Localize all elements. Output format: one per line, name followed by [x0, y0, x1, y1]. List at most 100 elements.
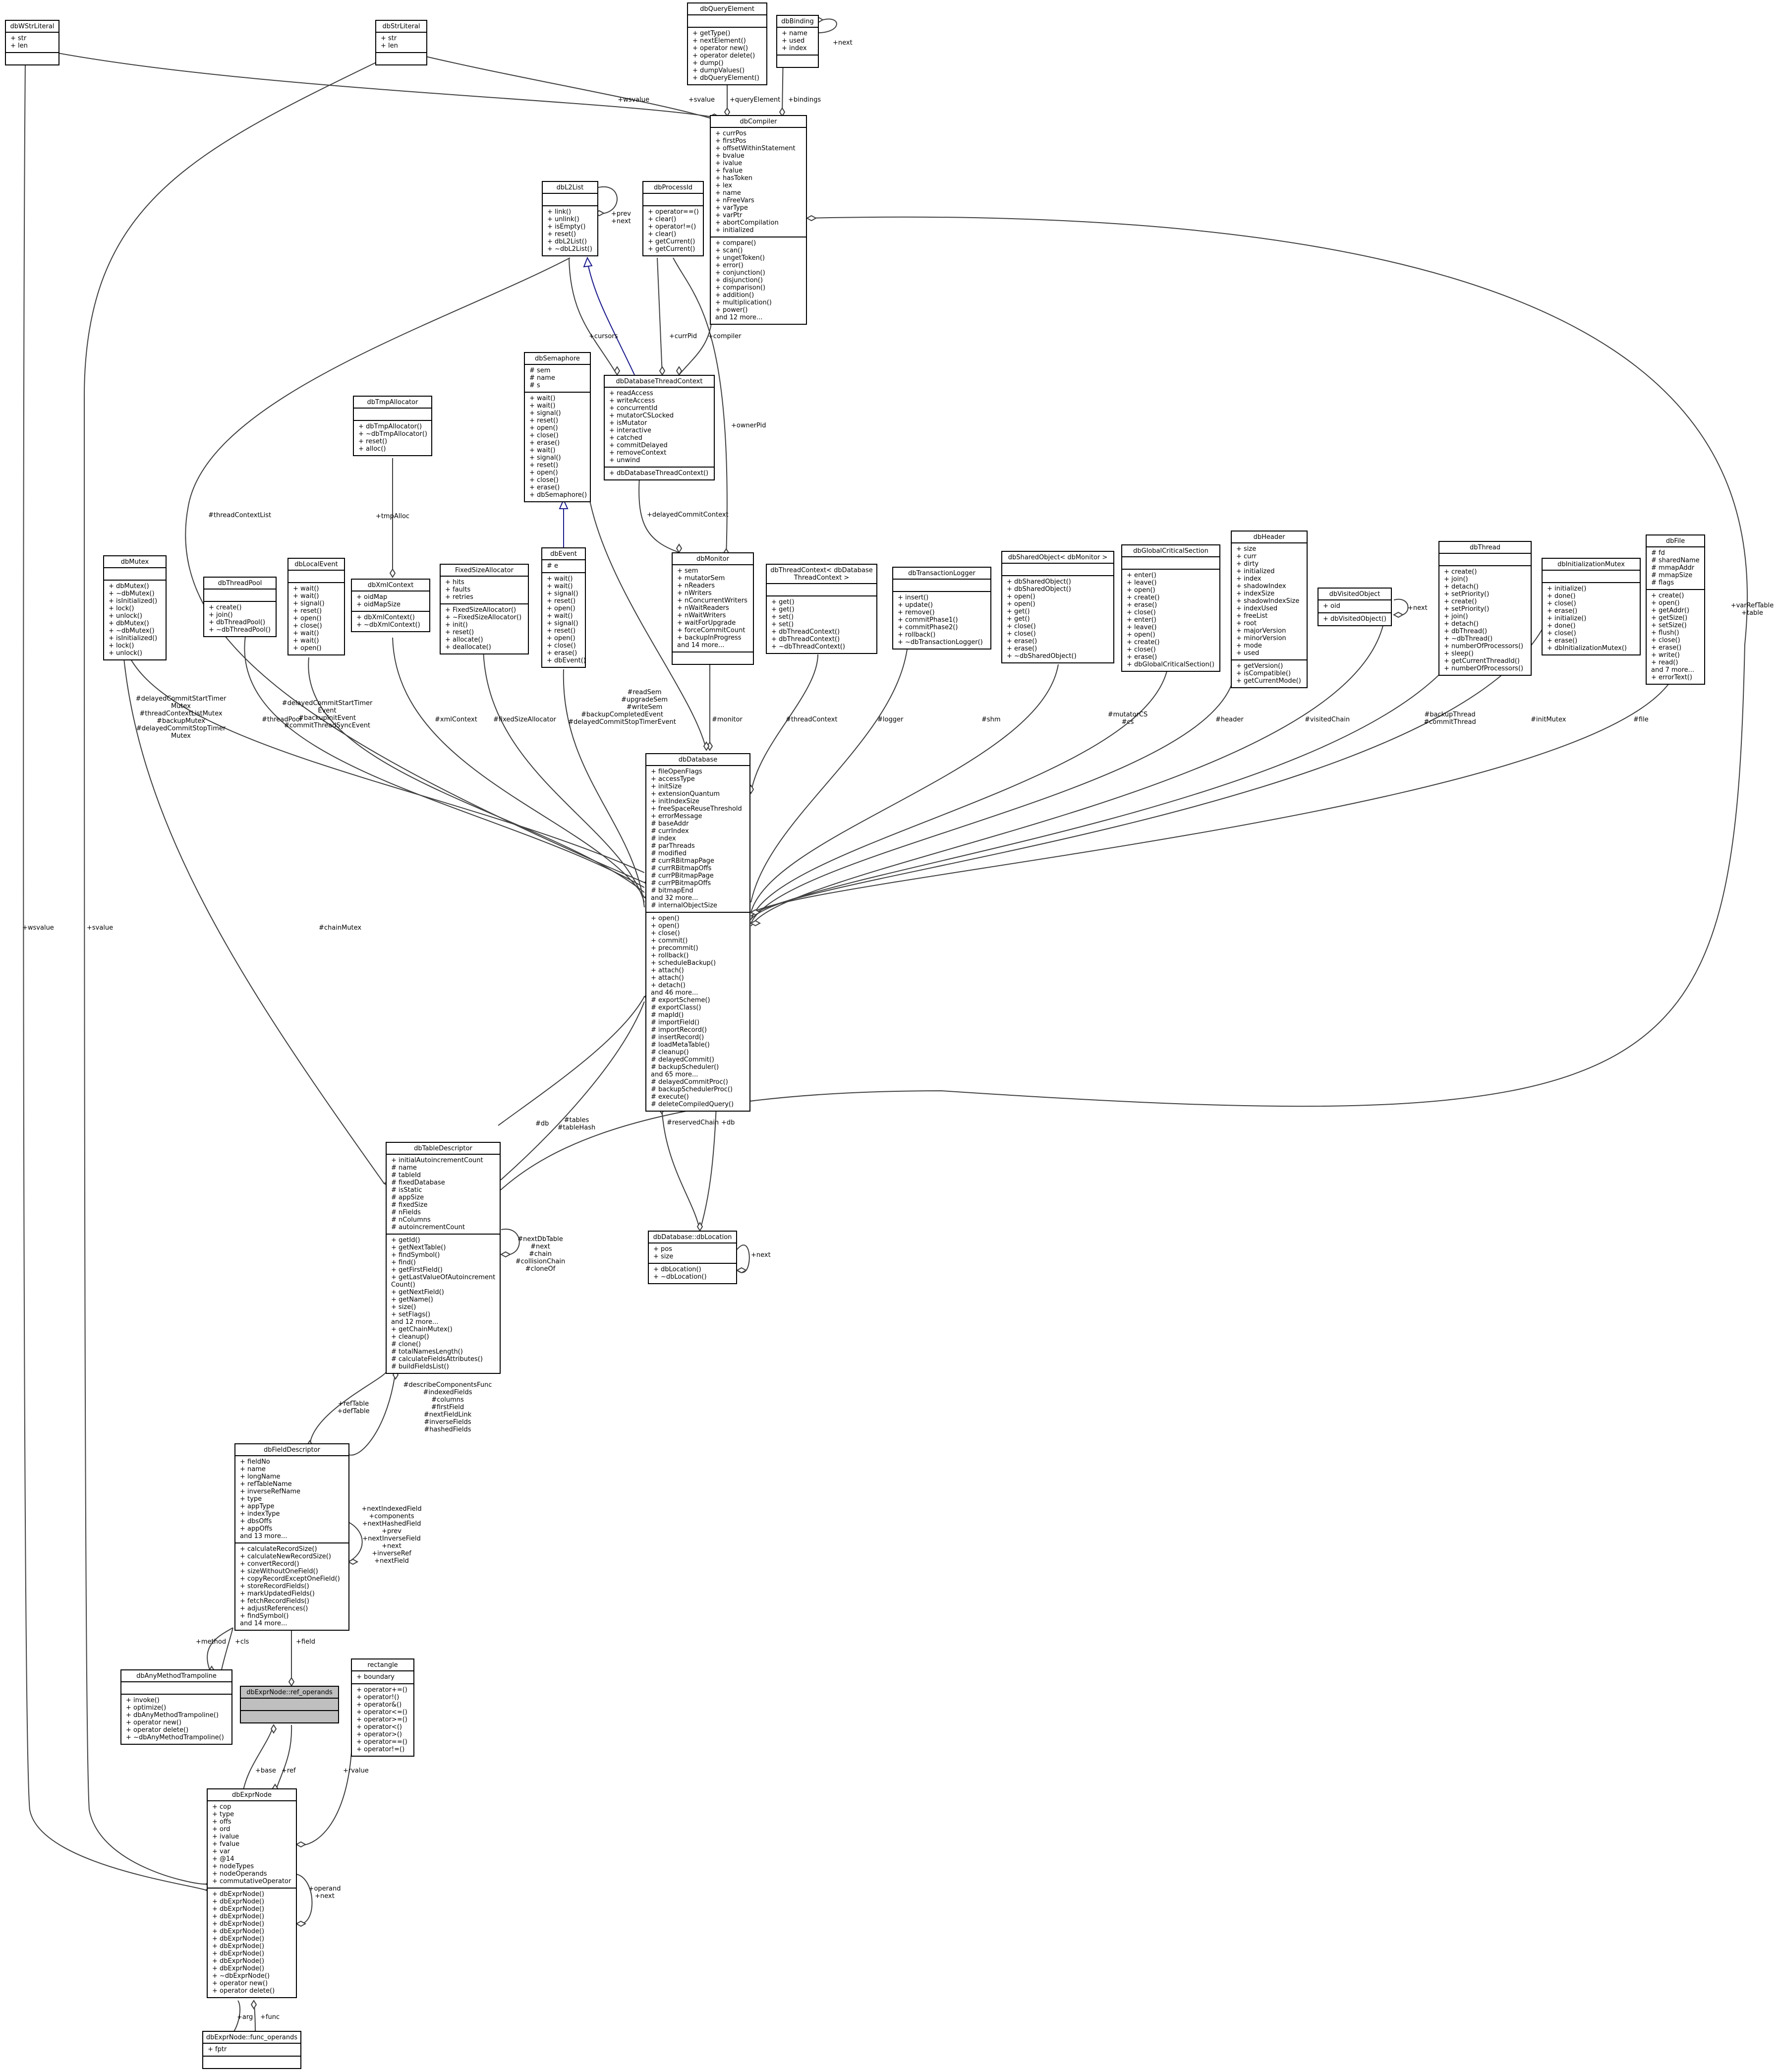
- class-box-dbProcessId[interactable]: dbProcessId+ operator==()+ clear()+ oper…: [642, 181, 704, 256]
- class-box-dbLocalEvent[interactable]: dbLocalEvent+ wait()+ wait()+ signal()+ …: [287, 558, 345, 655]
- attribute-row: # currPBitmapOffs: [651, 880, 711, 887]
- operation-row: + enter(): [1127, 572, 1156, 579]
- attribute-row: # nColumns: [391, 1216, 431, 1224]
- class-box-rectangle[interactable]: rectangle+ boundary+ operator+=()+ opera…: [351, 1658, 414, 1757]
- class-box-dbSharedObject[interactable]: dbSharedObject< dbMonitor >+ dbSharedObj…: [1001, 551, 1114, 663]
- attribute-row: # s: [529, 382, 540, 389]
- attribute-row: + shadowIndexSize: [1236, 597, 1300, 605]
- attribute-row: + fvalue: [715, 167, 743, 175]
- edge-label: #xmlContext: [435, 716, 477, 723]
- operation-row: + detach(): [651, 982, 686, 989]
- class-box-dbWStrLiteral[interactable]: dbWStrLiteral+ str+ len: [5, 20, 59, 65]
- operation-row: # delayedCommitProc(): [651, 1078, 728, 1086]
- class-box-dbXmlContext[interactable]: dbXmlContext+ oidMap+ oidMapSize+ dbXmlC…: [351, 579, 430, 632]
- class-box-dbAnyMethodTrampoline[interactable]: dbAnyMethodTrampoline+ invoke()+ optimiz…: [120, 1669, 232, 1745]
- attribute-row: + waitForUpgrade: [677, 619, 736, 627]
- class-box-dbThreadPool[interactable]: dbThreadPool+ create()+ join()+ dbThread…: [203, 577, 277, 637]
- class-box-FixedSizeAllocator[interactable]: FixedSizeAllocator+ hits+ faults+ retrie…: [440, 564, 529, 654]
- attribute-row: + str: [10, 35, 27, 42]
- class-box-dbCompiler[interactable]: dbCompiler+ currPos+ firstPos+ offsetWit…: [710, 115, 807, 325]
- edge-label: +next: [751, 1251, 771, 1259]
- class-box-dbMutex[interactable]: dbMutex+ dbMutex()+ ~dbMutex()+ isInitia…: [103, 555, 167, 660]
- class-title: dbBinding: [781, 18, 814, 25]
- operation-row: + signal(): [547, 620, 578, 627]
- operation-section: + getType()+ nextElement()+ operator new…: [688, 27, 766, 84]
- operation-section: + get()+ get()+ set()+ set()+ dbThreadCo…: [767, 595, 876, 653]
- attribute-row: + nodeTypes: [212, 1863, 254, 1870]
- class-title: dbTransactionLogger: [908, 570, 975, 577]
- class-box-dbL2List[interactable]: dbL2List+ link()+ unlink()+ isEmpty()+ r…: [542, 181, 598, 256]
- operation-row: # importRecord(): [651, 1026, 707, 1034]
- class-title: dbThreadContext< dbDatabase ThreadContex…: [770, 567, 873, 582]
- class-box-dbDatabase[interactable]: dbDatabase+ fileOpenFlags+ accessType+ i…: [645, 753, 750, 1112]
- class-title: dbInitializationMutex: [1557, 561, 1625, 568]
- class-box-dbQueryElement[interactable]: dbQueryElement+ getType()+ nextElement()…: [687, 2, 767, 85]
- attribute-row: + errorMessage: [651, 813, 702, 820]
- class-box-dbFieldDescriptor[interactable]: dbFieldDescriptor+ fieldNo+ name+ longNa…: [234, 1443, 349, 1631]
- class-box-dbTransactionLogger[interactable]: dbTransactionLogger+ insert()+ update()+…: [892, 567, 991, 650]
- operation-row: + open(): [547, 635, 575, 642]
- class-box-dbThread[interactable]: dbThread+ create()+ join()+ detach()+ se…: [1438, 541, 1532, 676]
- operation-row: and 12 more...: [391, 1318, 439, 1326]
- operation-row: + getId(): [391, 1237, 420, 1244]
- attribute-row: + abortCompilation: [715, 219, 779, 227]
- attribute-row: + size: [1236, 545, 1257, 553]
- attribute-row: # name: [391, 1164, 417, 1172]
- class-box-dbTmpAllocator[interactable]: dbTmpAllocator+ dbTmpAllocator()+ ~dbTmp…: [353, 396, 432, 456]
- class-box-dbExprNode[interactable]: dbExprNode+ cop+ type+ offs+ ord+ ivalue…: [207, 1788, 297, 1998]
- class-box-dbEvent[interactable]: dbEvent# e+ wait()+ wait()+ signal()+ re…: [541, 547, 586, 668]
- attribute-section: + sem+ mutatorSem+ nReaders+ nWriters+ n…: [673, 564, 753, 651]
- operation-row: + reset(): [547, 597, 576, 605]
- operation-row: + create(): [1651, 592, 1684, 599]
- attribute-row: + shadowIndex: [1236, 583, 1286, 590]
- attribute-section: + oid: [1319, 599, 1391, 612]
- operation-row: # importField(): [651, 1019, 700, 1026]
- operation-row: + get(): [1007, 608, 1030, 615]
- class-box-dbThreadContext[interactable]: dbThreadContext< dbDatabase ThreadContex…: [766, 564, 877, 654]
- attribute-row: + oidMap: [356, 593, 388, 601]
- class-box-refOperands[interactable]: dbExprNode::ref_operands: [240, 1686, 339, 1723]
- operation-row: + erase(): [529, 439, 560, 447]
- operation-row: + getFirstField(): [391, 1266, 443, 1274]
- operation-row: + rollback(): [898, 631, 936, 639]
- class-box-funcOperands[interactable]: dbExprNode::func_operands+ fptr: [202, 2031, 301, 2069]
- operation-row: + comparison(): [715, 284, 766, 292]
- class-box-dbInitializationMutex[interactable]: dbInitializationMutex+ initialize()+ don…: [1542, 558, 1641, 655]
- attribute-row: + varPtr: [715, 212, 743, 219]
- operation-row: + nextElement(): [692, 37, 746, 45]
- class-box-dbSemaphore[interactable]: dbSemaphore# sem# name# s+ wait()+ wait(…: [524, 352, 591, 502]
- operation-row: + close(): [529, 476, 559, 484]
- class-box-dbGlobalCriticalSection[interactable]: dbGlobalCriticalSection+ enter()+ leave(…: [1121, 544, 1220, 672]
- operation-row: + dbExprNode(): [212, 1965, 265, 1972]
- edge-label: #tables#tableHash: [558, 1117, 596, 1131]
- operation-row: + dbExprNode(): [212, 1928, 265, 1935]
- operation-row: + ~dbThreadContext(): [771, 643, 845, 651]
- operation-row: + setPriority(): [1444, 591, 1490, 598]
- operation-row: + close(): [651, 930, 680, 937]
- class-box-dbMonitor[interactable]: dbMonitor+ sem+ mutatorSem+ nReaders+ nW…: [672, 552, 754, 665]
- class-box-dbDatabaseThreadContext[interactable]: dbDatabaseThreadContext+ readAccess+ wri…: [604, 375, 715, 480]
- class-box-dbLocation[interactable]: dbDatabase::dbLocation+ pos+ size+ dbLoc…: [648, 1231, 737, 1284]
- attribute-row: + @14: [212, 1855, 234, 1863]
- class-title: dbMutex: [120, 558, 149, 566]
- class-title: dbDatabase: [678, 756, 718, 764]
- operation-row: + optimize(): [126, 1704, 167, 1712]
- class-box-dbVisitedObject[interactable]: dbVisitedObject+ oid+ dbVisitedObject(): [1318, 588, 1392, 626]
- class-title: dbTableDescriptor: [414, 1145, 472, 1152]
- attribute-row: + concurrentId: [609, 405, 658, 412]
- operation-row: + signal(): [529, 454, 561, 462]
- class-box-dbTableDescriptor[interactable]: dbTableDescriptor+ initialAutoincrementC…: [386, 1142, 501, 1374]
- class-box-dbBinding[interactable]: dbBinding+ name+ used+ index: [776, 15, 819, 68]
- operation-row: + write(): [1651, 651, 1680, 659]
- class-box-dbStrLiteral[interactable]: dbStrLiteral+ str+ len: [375, 20, 427, 65]
- operation-row: + dbExprNode(): [212, 1943, 265, 1950]
- operation-section: + wait()+ wait()+ signal()+ reset()+ ope…: [288, 582, 344, 654]
- class-box-dbHeader[interactable]: dbHeader+ size+ curr+ dirty+ initialized…: [1231, 531, 1308, 688]
- attribute-section: + fileOpenFlags+ accessType+ initSize+ e…: [646, 765, 749, 912]
- edge-label: +field: [296, 1638, 315, 1646]
- class-title: dbGlobalCriticalSection: [1133, 547, 1208, 555]
- class-box-dbFile[interactable]: dbFile# fd# sharedName# mmapAddr# mmapSi…: [1646, 534, 1705, 685]
- attribute-row: + removeContext: [609, 449, 667, 457]
- operation-row: + ~dbMutex(): [109, 627, 155, 635]
- operation-row: and 12 more...: [715, 314, 763, 321]
